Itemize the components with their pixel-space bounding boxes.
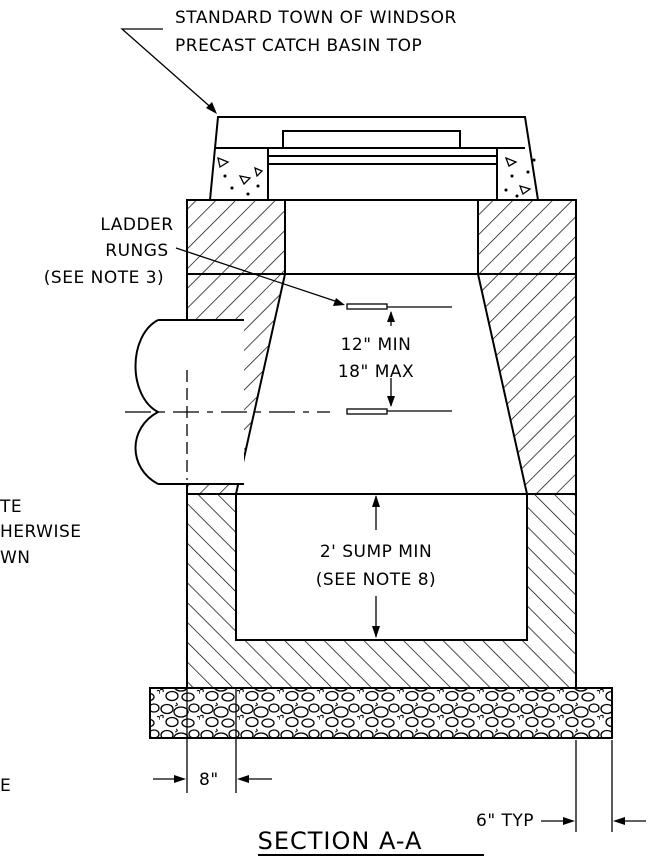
concrete-aggregate xyxy=(217,156,536,198)
left-note-fragment-3: WN xyxy=(0,548,31,568)
rung-spacing-min: 12" MIN xyxy=(341,335,412,355)
rung-spacing-dimension xyxy=(387,311,395,407)
sump-section xyxy=(186,493,577,689)
cone-section xyxy=(186,273,577,495)
sump-label-line1: 2' SUMP MIN xyxy=(320,542,432,562)
catch-basin-top xyxy=(208,116,540,201)
upper-riser-section xyxy=(186,199,577,275)
wall-thickness-label: 8" xyxy=(199,770,219,790)
left-note-fragment-2: HERWISE xyxy=(0,522,82,542)
typ-overhang-dimension xyxy=(541,740,646,832)
ladder-label-line3: (SEE NOTE 3) xyxy=(44,268,164,288)
leader-lines xyxy=(120,28,345,306)
top-label-line1: STANDARD TOWN OF WINDSOR xyxy=(175,8,457,28)
top-label-line2: PRECAST CATCH BASIN TOP xyxy=(175,36,422,56)
gravel-base xyxy=(149,687,613,739)
ladder-label-line2: RUNGS xyxy=(105,241,168,261)
left-note-fragment-1: TE xyxy=(0,497,22,517)
left-note-fragment-4: E xyxy=(0,776,11,796)
section-title: SECTION A-A xyxy=(258,827,423,855)
ladder-label-line1: LADDER xyxy=(100,215,173,235)
wall-thickness-dimension xyxy=(153,688,272,793)
typ-overhang-label: 6" TYP xyxy=(476,811,534,831)
sump-label-line2: (SEE NOTE 8) xyxy=(316,570,436,590)
sump-depth-dimension xyxy=(372,495,380,638)
ladder-rungs xyxy=(346,303,452,415)
inlet-pipe xyxy=(125,319,330,485)
rung-spacing-max: 18" MAX xyxy=(338,362,414,382)
